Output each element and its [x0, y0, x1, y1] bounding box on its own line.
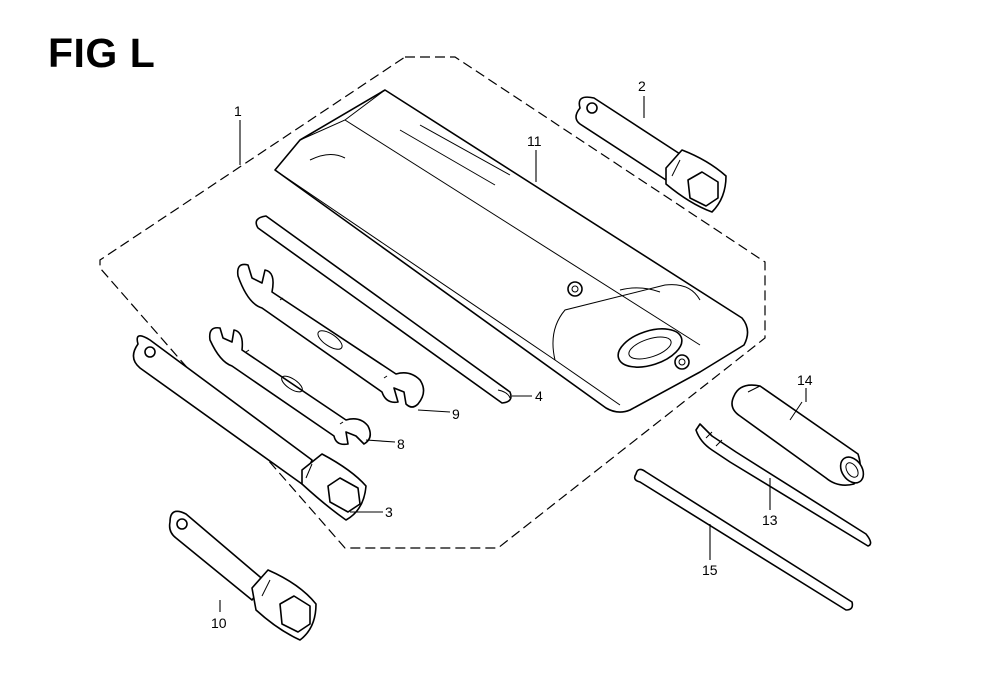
callout-10: 10 — [211, 615, 227, 631]
callout-9: 9 — [452, 406, 460, 422]
screwdriver-bit[interactable] — [695, 423, 872, 547]
callout-8: 8 — [397, 436, 405, 452]
extension-rod[interactable] — [633, 468, 854, 611]
leader-9 — [417, 409, 451, 413]
open-end-wrench-small[interactable] — [208, 326, 372, 446]
bag-logo-inner — [628, 336, 672, 360]
wrench-large-emblem — [317, 330, 343, 350]
callout-1: 1 — [234, 103, 242, 119]
wrench-small-emblem — [281, 375, 303, 393]
screwdriver-handle[interactable] — [731, 384, 868, 487]
bag-logo-emblem — [617, 328, 683, 368]
callout-11: 11 — [527, 133, 542, 149]
box-wrench-hole — [144, 346, 156, 358]
handle-socket-end — [839, 456, 865, 484]
open-end-wrench-large[interactable] — [236, 263, 425, 408]
socket-wrench-hole — [176, 518, 188, 530]
kit-boundary — [99, 56, 766, 549]
socket-tube[interactable] — [575, 96, 727, 213]
handle-bar[interactable] — [255, 215, 512, 404]
callout-13: 13 — [762, 512, 778, 528]
figure-title: FIG L — [48, 30, 156, 76]
tool-bag[interactable] — [274, 89, 749, 413]
socket-tube-hole — [586, 102, 598, 114]
callout-2: 2 — [638, 78, 646, 94]
snap-button-top — [567, 281, 583, 297]
callout-15: 15 — [702, 562, 718, 578]
leader-8 — [365, 439, 396, 443]
callout-14: 14 — [797, 372, 813, 388]
snap-button-flap — [674, 354, 690, 370]
callout-4: 4 — [535, 388, 543, 404]
callout-3: 3 — [385, 504, 393, 520]
spark-plug-socket-wrench[interactable] — [168, 510, 317, 641]
box-wrench-socket[interactable] — [132, 335, 367, 521]
